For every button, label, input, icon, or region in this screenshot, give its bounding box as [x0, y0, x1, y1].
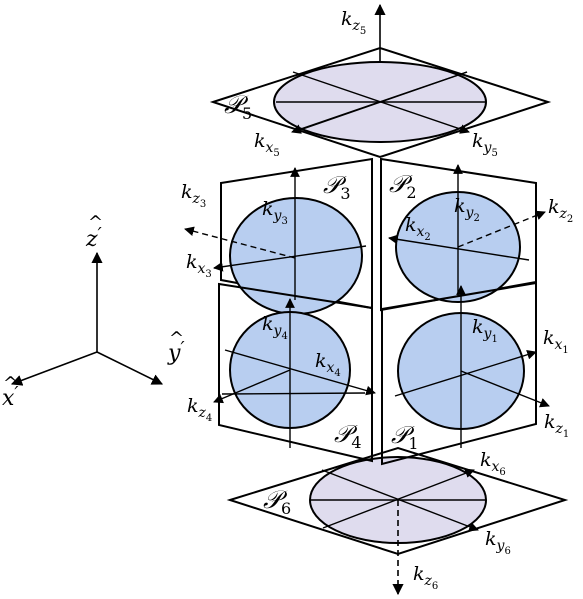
panel-p5: 𝒫5 — [209, 3, 552, 159]
kx4-arrow — [224, 349, 376, 396]
panel-p4: 𝒫4 — [213, 282, 376, 463]
kz3-label: kz3 — [181, 181, 206, 210]
ky4-label: ky4 — [262, 313, 288, 342]
kx2-arrow — [388, 234, 530, 261]
kz5-label: kz5 — [341, 8, 366, 37]
y-prime-label: y′ — [167, 338, 185, 366]
ky3-label: ky3 — [262, 198, 288, 227]
kx2-label: kx2 — [405, 214, 431, 243]
kx6-label: kx6 — [480, 449, 506, 478]
p6-label: 𝒫6 — [263, 485, 291, 518]
panel-p3: 𝒫3 — [184, 157, 373, 315]
p4-label: 𝒫4 — [334, 420, 362, 452]
kz1-label: kz1 — [544, 411, 569, 440]
ky2-label: ky2 — [454, 195, 480, 224]
kx4-label: kx4 — [315, 350, 341, 379]
y-prime-axis — [96, 351, 164, 385]
kx1-arrow — [394, 349, 537, 397]
kx3-label: kx3 — [186, 251, 212, 280]
kz2-arrow — [457, 210, 546, 248]
ky5-label: ky5 — [472, 130, 498, 159]
kz4-label: kz4 — [187, 395, 212, 424]
x-hat-icon: ^ — [3, 373, 18, 394]
kz6-label: kz6 — [413, 563, 438, 592]
panel-p1: 𝒫1 — [381, 281, 550, 466]
panel-p6: 𝒫6 — [226, 446, 569, 596]
p6-plate — [226, 446, 569, 556]
y-hat-icon: ^ — [169, 328, 184, 349]
kx1-label: kx1 — [543, 327, 569, 356]
p1-plate — [381, 281, 537, 466]
ky6-arrow — [321, 469, 479, 532]
p5-plate — [209, 46, 552, 159]
x-prime-axis — [10, 351, 98, 386]
x-prime-label: x′ — [2, 383, 19, 411]
p2-label: 𝒫2 — [389, 170, 417, 202]
z-prime-label: z′ — [85, 224, 102, 252]
kz4-arrow — [213, 369, 291, 404]
kz3-arrow — [184, 226, 296, 259]
ky6-label: ky6 — [485, 528, 511, 557]
p5-label: 𝒫5 — [224, 90, 252, 123]
ky1-label: ky1 — [472, 316, 498, 345]
p1-label: 𝒫1 — [391, 421, 419, 453]
p4-chord — [221, 392, 366, 395]
kx5-arrow — [291, 71, 468, 134]
reference-frame: z′ ^ y′ ^ x′ ^ — [2, 212, 185, 411]
kz2-label: kz2 — [548, 196, 573, 225]
k-labels: kz5 kx5 ky5 kz3 ky3 kx3 kx2 ky2 kz2 ky4 … — [181, 8, 573, 592]
kx5-label: kx5 — [254, 130, 280, 159]
z-hat-icon: ^ — [88, 212, 103, 233]
p4-plate — [218, 282, 373, 463]
p3-label: 𝒫3 — [323, 171, 351, 203]
kz1-arrow — [460, 370, 550, 408]
